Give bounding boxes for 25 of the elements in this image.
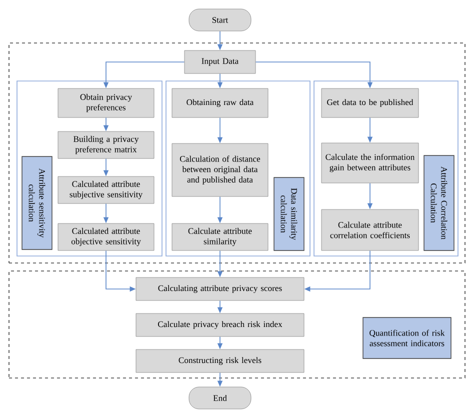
section-label: Quantification of risk assessment indicators <box>362 317 452 359</box>
panel-box <box>314 80 458 256</box>
panel-box <box>16 80 162 256</box>
terminal-box: Start <box>188 8 252 32</box>
process-box: Constructing risk levels <box>136 349 304 373</box>
process-box: Building a privacy preference matrix <box>58 131 154 159</box>
process-box: Calculate privacy breach risk index <box>136 313 304 337</box>
terminal-box: End <box>188 386 252 410</box>
process-box: Calculated attribute objective sensitivity <box>58 223 154 251</box>
process-box: Input Data <box>184 50 256 74</box>
process-box: Calculated attribute subjective sensitivity <box>58 176 154 204</box>
process-box: Get data to be published <box>321 88 419 118</box>
section-label: Attribute Correlation Calculation <box>424 155 454 251</box>
dashed-frame <box>8 270 466 378</box>
process-box: Calculate attribute similarity <box>172 223 268 251</box>
process-box: Obtain privacy preferences <box>58 88 154 118</box>
process-box: Calculate attribute correlation coefficients <box>321 209 419 251</box>
process-box: Obtaining raw data <box>172 88 268 118</box>
process-box: Calculate the information gain between attributes <box>321 142 419 184</box>
section-label: Attribute sensitivity calculation <box>22 156 52 250</box>
dashed-frame <box>8 42 466 264</box>
process-box: Calculation of distance between original data and published data <box>172 143 268 197</box>
panel-box <box>166 80 310 256</box>
section-label: Data similarity calculation <box>274 177 304 251</box>
process-box: Calculating attribute privacy scores <box>136 277 304 301</box>
